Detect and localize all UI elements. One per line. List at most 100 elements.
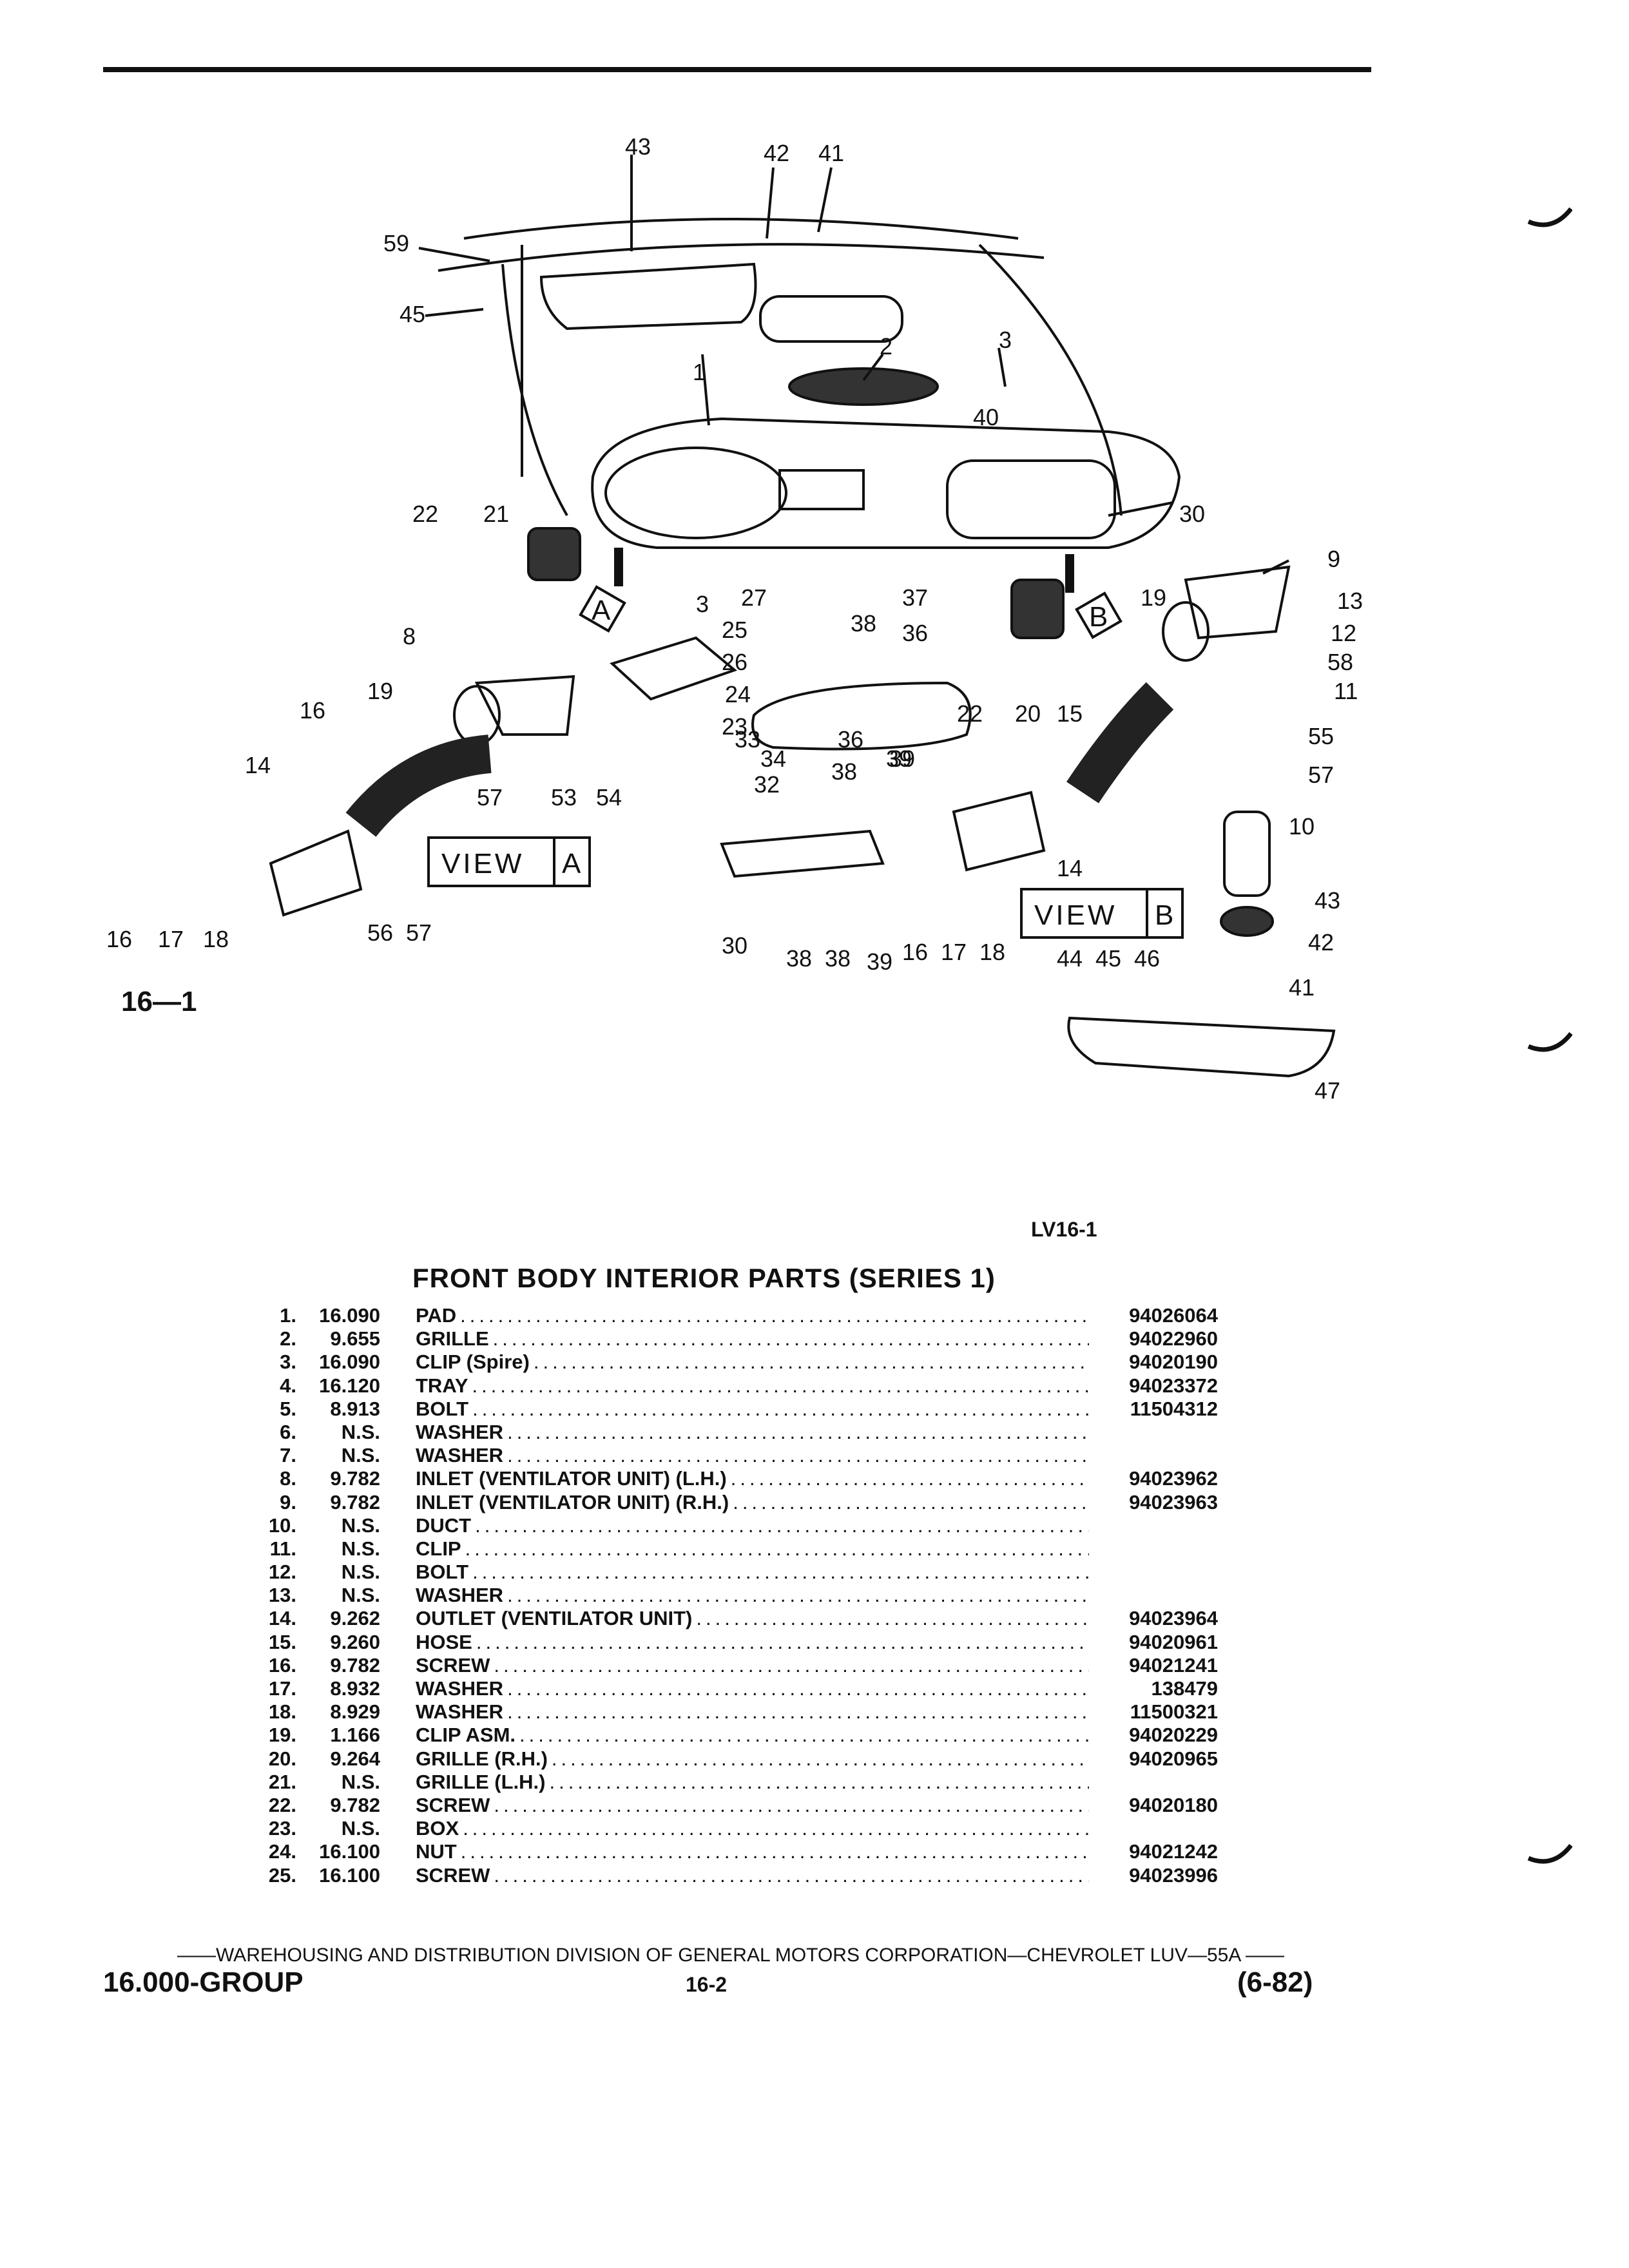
defroster-grille [788,367,939,406]
part-description: INLET (VENTILATOR UNIT) (L.H.) [416,1467,727,1490]
item-number: 16. [268,1653,296,1677]
parts-row: 23.N.S.BOX [232,1817,1218,1840]
dot-leader [459,1817,1089,1840]
group-number: 16.090 [319,1304,380,1327]
group-number: N.S. [341,1561,380,1584]
description-cell: WASHER [416,1444,1089,1467]
description-cell: BOLT [416,1561,1089,1584]
description-cell: CLIP [416,1537,1089,1561]
description-cell: TRAY [416,1374,1089,1398]
callout: 57 [477,784,503,811]
dot-leader [548,1747,1089,1771]
part-description: SCREW [416,1863,490,1887]
hose-right [1066,682,1174,803]
callout: 18 [203,926,229,952]
callout: 3 [696,591,709,617]
callout: 2 [880,333,892,360]
parts-row: 11.N.S.CLIP [232,1537,1218,1561]
callout: 53 [551,784,577,811]
callout: 12 [1331,620,1356,646]
item-number: 12. [268,1561,296,1584]
parts-row: 24.16.100NUT94021242 [232,1840,1218,1863]
callout: 39 [867,948,892,975]
callout: 42 [764,140,789,166]
callout: 55 [1308,723,1334,749]
part-description: GRILLE (L.H.) [416,1770,546,1793]
item-number: 15. [268,1630,296,1653]
dot-leader [490,1654,1089,1677]
description-cell: CLIP (Spire) [416,1350,1089,1374]
callout: 16 [106,926,132,952]
sun-visor [539,262,757,331]
dot-leader [461,1537,1089,1561]
parts-row: 10.N.S.DUCT [232,1514,1218,1537]
callout: 56 [367,919,393,946]
item-number: 3. [280,1350,296,1374]
callout: 59 [383,230,409,256]
callout: 23 [722,713,747,740]
callout: 45 [400,301,425,327]
callout: 14 [245,752,271,778]
part-number: 94023964 [1129,1607,1218,1630]
callout: 15 [1057,700,1083,727]
callout: 43 [625,133,651,160]
view-a-letter: A [562,848,581,879]
callout: 26 [722,649,747,675]
description-cell: WASHER [416,1677,1089,1700]
part-description: SCREW [416,1653,490,1677]
callout: 36 [902,620,928,646]
callout: 38 [831,758,857,785]
roof-edge [438,243,1045,272]
part-number: 138479 [1151,1677,1218,1700]
dot-leader [692,1607,1089,1630]
group-number: 1.166 [330,1724,380,1747]
callout: 44 [1057,945,1083,972]
part-number: 94020961 [1129,1630,1218,1653]
dot-leader [727,1467,1089,1490]
group-number: 16.100 [319,1840,380,1863]
group-number: 9.782 [330,1490,380,1514]
footer-page-number: 16-2 [686,1973,728,1996]
view-a-label: VIEW [441,848,524,879]
item-number: 19. [268,1724,296,1747]
item-number: 20. [268,1747,296,1770]
description-cell: INLET (VENTILATOR UNIT) (R.H.) [416,1491,1089,1514]
part-description: CLIP ASM. [416,1724,516,1747]
group-number: N.S. [341,1584,380,1607]
part-number: 11504312 [1130,1397,1218,1420]
glove-box [751,681,972,751]
duct [1223,811,1271,897]
item-number: 21. [268,1770,296,1793]
callout: 39 [889,745,915,772]
group-number: N.S. [341,1420,380,1443]
part-description: NUT [416,1840,457,1863]
part-description: SCREW [416,1793,490,1816]
gauge-housing-right [946,459,1116,539]
parts-row: 12. N.S. BOLT [232,1561,1218,1584]
callout: 39 [886,745,912,772]
part-number: 94021242 [1129,1840,1218,1863]
grille-right [1010,579,1065,639]
group-number: 8.932 [330,1677,380,1700]
callout: 46 [1134,945,1160,972]
group-number: 16.120 [319,1374,380,1397]
group-number: 9.782 [330,1793,380,1816]
callout: 17 [941,939,967,965]
description-cell: INLET (VENTILATOR UNIT) (L.H.) [416,1467,1089,1490]
callout: 8 [403,623,416,649]
duct-grommet [1220,906,1274,937]
description-cell: SCREW [416,1654,1089,1677]
callout: 14 [1057,855,1083,881]
dot-leader [530,1350,1089,1374]
parts-row: 7.N.S.WASHER [232,1444,1218,1467]
callout: 22 [957,700,983,727]
parts-row: 6.N.S.WASHER [232,1421,1218,1444]
dot-leader [472,1631,1089,1654]
description-cell: SCREW [416,1864,1089,1887]
part-description: DUCT [416,1514,472,1537]
view-a-marker-letter: A [592,595,611,626]
callout: 40 [973,404,999,430]
item-number: 9. [280,1490,296,1514]
